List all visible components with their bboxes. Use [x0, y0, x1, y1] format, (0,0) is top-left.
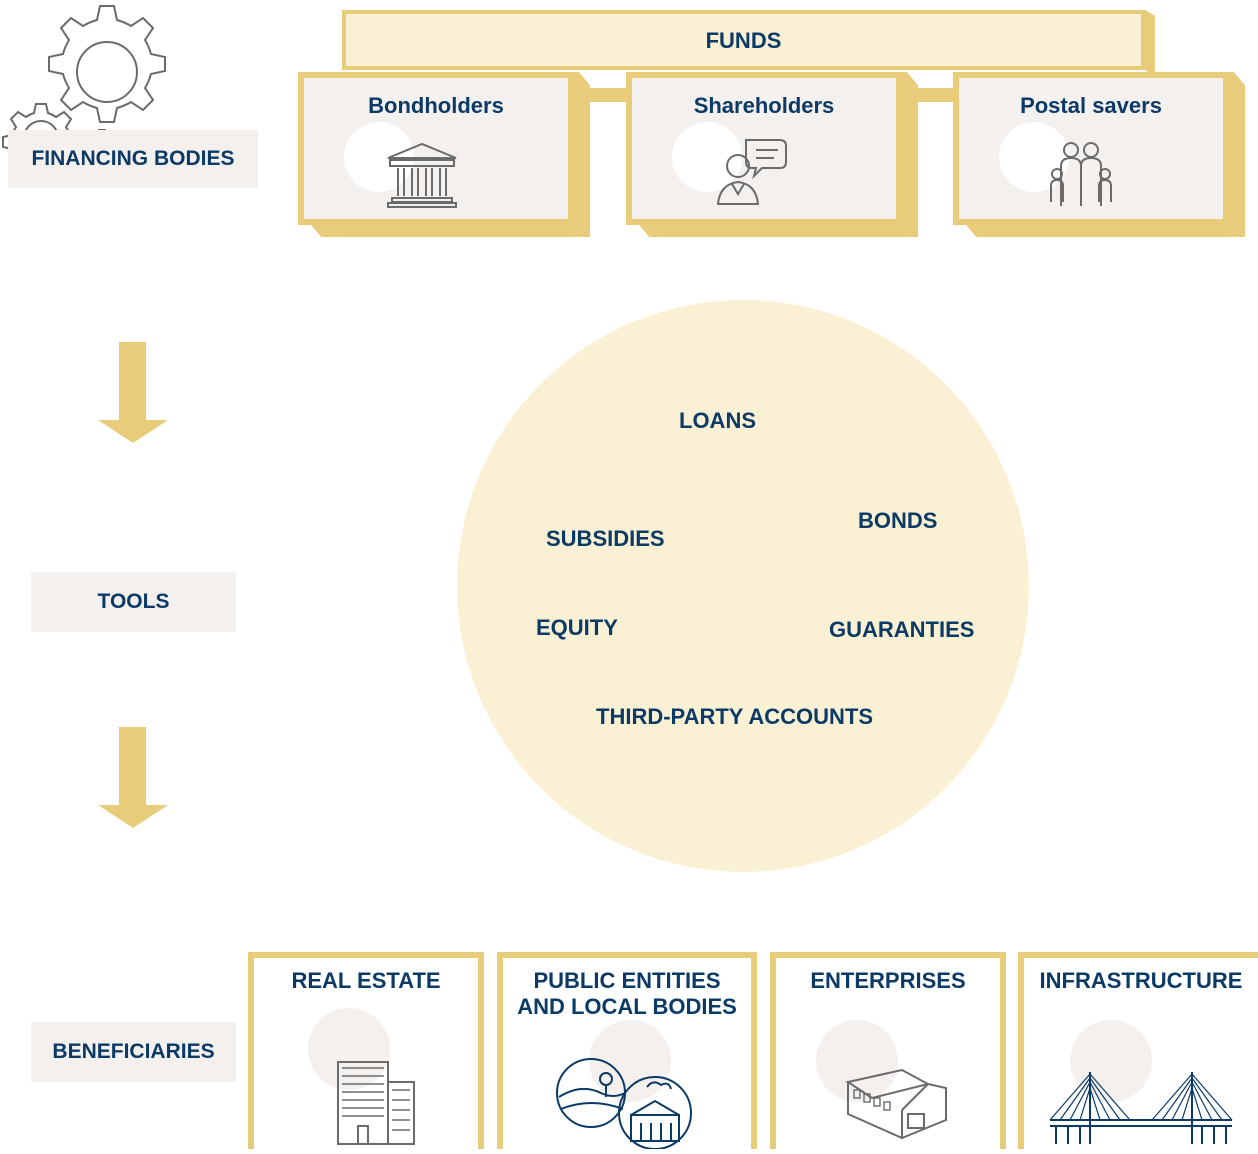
- tool-subsidies: SUBSIDIES: [546, 526, 665, 551]
- beneficiary-title-line1: INFRASTRUCTURE: [1039, 968, 1243, 993]
- beneficiaries-text: BENEFICIARIES: [52, 1040, 215, 1063]
- beneficiary-box-public-entities: PUBLIC ENTITIES AND LOCAL BODIES: [497, 952, 757, 1149]
- financing-box-title: Postal savers: [1020, 93, 1162, 118]
- family-icon: [1050, 142, 1112, 206]
- financing-box-bondholders: Bondholders: [298, 72, 590, 237]
- funds-label: FUNDS: [705, 28, 782, 53]
- tools-circle: [457, 300, 1029, 872]
- financing-box-title: Shareholders: [693, 93, 835, 118]
- financing-box-title: Bondholders: [368, 93, 504, 118]
- person-speech-bubble-icon: [716, 139, 787, 205]
- beneficiary-box-infrastructure: INFRASTRUCTURE: [1018, 952, 1258, 1149]
- warehouse-icon: [845, 1068, 947, 1140]
- office-building-icon: [337, 1061, 415, 1145]
- down-arrow-icon: [98, 727, 168, 828]
- beneficiary-title-line2: AND LOCAL BODIES: [517, 994, 737, 1019]
- financing-box-shareholders: Shareholders: [626, 72, 918, 237]
- beneficiary-title-line1: ENTERPRISES: [810, 968, 966, 993]
- tool-guaranties: GUARANTIES: [829, 617, 975, 642]
- beneficiary-title-line1: REAL ESTATE: [291, 968, 441, 993]
- financing-bodies-text: FINANCING BODIES: [31, 147, 235, 170]
- tools-text: TOOLS: [97, 590, 170, 613]
- bank-building-icon: [387, 142, 457, 208]
- funds-bar: FUNDS: [342, 10, 1145, 70]
- down-arrow-icon: [98, 342, 168, 443]
- tool-equity: EQUITY: [536, 615, 618, 640]
- tool-third-party-accounts: THIRD-PARTY ACCOUNTS: [596, 704, 874, 729]
- tool-loans: LOANS: [679, 408, 756, 433]
- financing-box-postal-savers: Postal savers: [953, 72, 1245, 237]
- bridge-icon: [1049, 1072, 1233, 1144]
- beneficiaries-label: BENEFICIARIES: [31, 1022, 236, 1082]
- tools-label: TOOLS: [31, 572, 236, 632]
- beneficiary-title-line1: PUBLIC ENTITIES: [533, 968, 721, 993]
- tool-bonds: BONDS: [858, 508, 938, 533]
- beneficiary-box-enterprises: ENTERPRISES: [770, 952, 1006, 1149]
- town-landscape-icon: [556, 1058, 692, 1149]
- beneficiary-box-real-estate: REAL ESTATE: [248, 952, 484, 1149]
- financing-bodies-label: FINANCING BODIES: [8, 130, 258, 188]
